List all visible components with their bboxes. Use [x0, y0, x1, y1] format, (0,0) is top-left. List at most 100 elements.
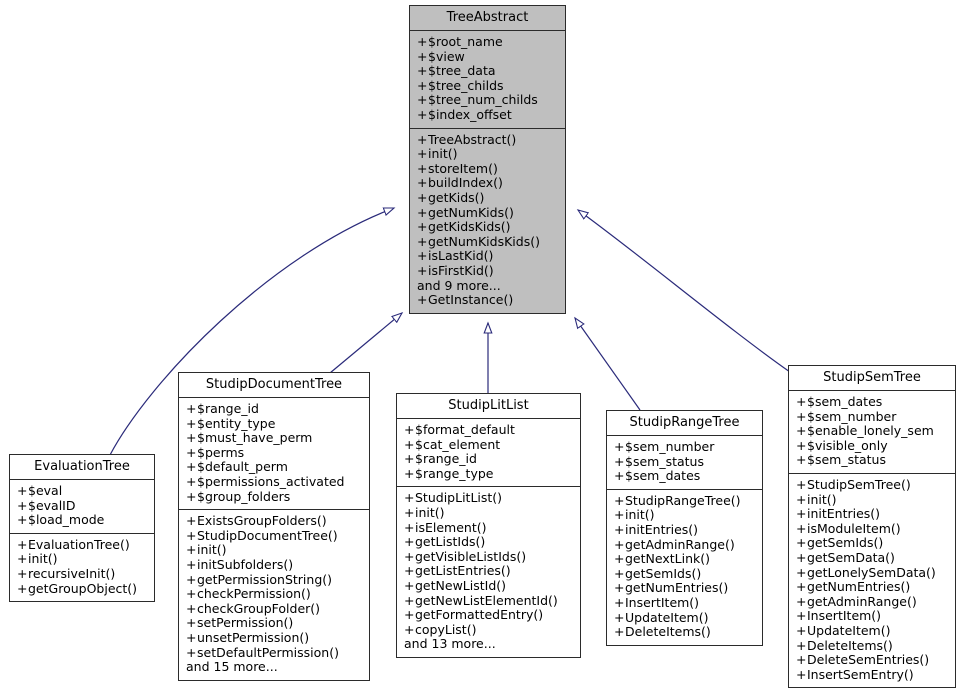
method-row: +isLastKid() — [417, 248, 494, 264]
attribute-row: +$perms — [186, 444, 245, 460]
attribute-row: +$range_type — [404, 465, 494, 481]
attributes-treeabstract: +$root_name +$view +$tree_data +$tree_ch… — [410, 31, 565, 128]
method-row: +InsertSemEntry() — [796, 666, 914, 682]
attribute-row: +$evalID — [17, 497, 76, 513]
class-box-studiprangetree[interactable]: StudipRangeTree +$sem_number +$sem_statu… — [606, 410, 763, 646]
method-row: +getSemData() — [796, 549, 895, 565]
method-row: +initEntries() — [614, 521, 699, 537]
class-divider — [410, 30, 565, 31]
method-row: +getAdminRange() — [796, 593, 917, 609]
attribute-row: +$eval — [17, 483, 63, 498]
attribute-row: +$view — [417, 48, 465, 64]
attribute-row: +$range_id — [404, 451, 477, 467]
method-row: +init() — [614, 507, 655, 523]
methods-studipsemtree: +StudipSemTree() +init() +initEntries() … — [789, 474, 955, 687]
method-row: +EvaluationTree() — [17, 536, 130, 552]
method-row: +init() — [186, 542, 227, 558]
method-row: +StudipSemTree() — [796, 476, 911, 492]
method-row: +getSemIds() — [796, 535, 884, 551]
attributes-studipsemtree: +$sem_dates +$sem_number +$enable_lonely… — [789, 391, 955, 473]
method-row: +getNumKids() — [417, 204, 514, 220]
methods-treeabstract: +TreeAbstract() +init() +storeItem() +bu… — [410, 129, 565, 313]
method-row: +getNumEntries() — [796, 579, 911, 595]
method-row: +StudipRangeTree() — [614, 492, 741, 508]
attribute-row: +$permissions_activated — [186, 473, 345, 489]
method-row: +copyList() — [404, 621, 477, 637]
attribute-row: +$tree_data — [417, 63, 496, 79]
attribute-row: +$load_mode — [17, 512, 105, 528]
method-row: +getNextLink() — [614, 551, 710, 567]
method-row: +getFormattedEntry() — [404, 607, 544, 623]
class-box-studipdocumenttree[interactable]: StudipDocumentTree +$range_id +$entity_t… — [178, 372, 370, 681]
method-row: +getPermissionString() — [186, 571, 333, 587]
class-divider — [607, 488, 762, 490]
method-row: +ExistsGroupFolders() — [186, 513, 327, 529]
class-divider — [397, 418, 580, 419]
attribute-row: +$format_default — [404, 422, 515, 437]
method-row: +checkGroupFolder() — [186, 600, 321, 616]
attributes-evaluationtree: +$eval +$evalID +$load_mode — [10, 480, 154, 533]
attribute-row: +$range_id — [186, 401, 259, 416]
attribute-row: +$must_have_perm — [186, 430, 313, 446]
method-row: +InsertItem() — [796, 608, 882, 624]
class-title-studipdocumenttree: StudipDocumentTree — [205, 377, 343, 392]
method-row: +DeleteSemEntries() — [796, 652, 930, 668]
class-divider — [410, 127, 565, 129]
methods-studiplitlist: +StudipLitList() +init() +isElement() +g… — [397, 487, 580, 657]
method-row: +buildIndex() — [417, 175, 503, 191]
method-row: +getNewListElementId() — [404, 592, 558, 608]
methods-evaluationtree: +EvaluationTree() +init() +recursiveInit… — [10, 534, 154, 601]
method-row: +UpdateItem() — [796, 622, 891, 638]
method-row: +StudipLitList() — [404, 490, 503, 506]
method-row: +init() — [417, 146, 458, 162]
method-row: +isModuleItem() — [796, 520, 901, 536]
attribute-row: +$sem_status — [614, 453, 704, 469]
edge-studipdocumenttree-treeabstract — [329, 313, 402, 374]
method-row: +init() — [17, 551, 58, 567]
class-title-studipsemtree: StudipSemTree — [823, 370, 921, 385]
attributes-studipdocumenttree: +$range_id +$entity_type +$must_have_per… — [179, 398, 369, 509]
method-row: +TreeAbstract() — [417, 131, 517, 147]
method-row: +getNumEntries() — [614, 580, 729, 596]
method-row: +getNumKidsKids() — [417, 233, 540, 249]
class-divider — [10, 532, 154, 534]
class-divider — [789, 472, 955, 474]
method-row: +getAdminRange() — [614, 536, 735, 552]
attribute-row: +$enable_lonely_sem — [796, 423, 934, 439]
method-row: +getKidsKids() — [417, 219, 511, 235]
edge-studiprangetree-treeabstract — [575, 318, 641, 411]
more-members-note: and 13 more... — [404, 636, 496, 652]
class-box-studiplitlist[interactable]: StudipLitList +$format_default +$cat_ele… — [396, 393, 581, 658]
method-row: +getKids() — [417, 189, 485, 205]
attribute-row: +$sem_number — [614, 439, 715, 454]
method-row: +initEntries() — [796, 506, 881, 522]
class-divider — [607, 435, 762, 436]
method-row: +initSubfolders() — [186, 556, 294, 572]
method-row: +GetInstance() — [417, 292, 514, 308]
attribute-row: +$visible_only — [796, 437, 888, 453]
method-row: +getSemIds() — [614, 565, 702, 581]
method-row: +getListIds() — [404, 534, 486, 550]
method-row: +getListEntries() — [404, 563, 511, 579]
class-title-studiplitlist: StudipLitList — [448, 398, 529, 413]
method-row: +init() — [404, 504, 445, 520]
attribute-row: +$tree_num_childs — [417, 92, 538, 108]
method-row: +isElement() — [404, 519, 487, 535]
attribute-row: +$sem_dates — [796, 394, 883, 409]
class-title-studiprangetree: StudipRangeTree — [629, 415, 740, 430]
method-row: +getGroupObject() — [17, 580, 138, 596]
class-divider — [179, 509, 369, 511]
method-row: +checkPermission() — [186, 586, 311, 602]
class-divider — [397, 486, 580, 488]
class-divider — [10, 479, 154, 480]
more-members-note: and 15 more... — [186, 659, 278, 675]
attribute-row: +$root_name — [417, 34, 503, 49]
class-box-treeabstract[interactable]: TreeAbstract +$root_name +$view +$tree_d… — [409, 5, 566, 314]
methods-studipdocumenttree: +ExistsGroupFolders() +StudipDocumentTre… — [179, 510, 369, 680]
method-row: +getVisibleListIds() — [404, 548, 527, 564]
class-box-evaluationtree[interactable]: EvaluationTree +$eval +$evalID +$load_mo… — [9, 454, 155, 603]
method-row: +getNewListId() — [404, 577, 507, 593]
attribute-row: +$tree_childs — [417, 77, 504, 93]
class-box-studipsemtree[interactable]: StudipSemTree +$sem_dates +$sem_number +… — [788, 365, 956, 689]
